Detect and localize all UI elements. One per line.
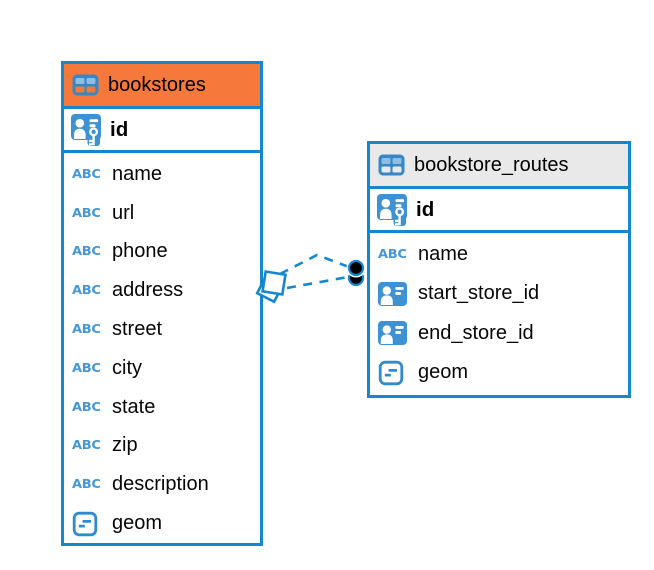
row-geom[interactable]: geom	[64, 504, 260, 543]
entity-bookstore-routes[interactable]: bookstore_routes id ABC name	[367, 141, 631, 398]
text-type-icon: ABC	[72, 438, 101, 454]
table-icon	[378, 154, 405, 176]
primary-key-label: id	[110, 117, 129, 141]
text-type-icon: ABC	[378, 247, 407, 262]
entity-bookstores[interactable]: bookstores id ABC name AB	[61, 61, 263, 546]
entity-header[interactable]: bookstores	[64, 64, 260, 109]
column-list: ABC name start_store_id	[370, 233, 628, 392]
row-id[interactable]: id	[370, 189, 628, 233]
text-type-icon: ABC	[72, 400, 101, 415]
row-zip[interactable]: ABC zip	[72, 434, 138, 457]
text-type-icon: ABC	[72, 206, 101, 221]
text-type-icon: ABC	[72, 361, 101, 376]
geometry-type-icon	[72, 511, 98, 536]
relationship-line-lower[interactable]	[286, 275, 349, 290]
entity-title: bookstore_routes	[414, 153, 569, 176]
relationship-bookstores-routes[interactable]	[255, 253, 366, 304]
geometry-type-icon	[378, 360, 404, 385]
row-state[interactable]: ABC state	[72, 395, 156, 418]
row-phone[interactable]: ABC phone	[72, 240, 168, 263]
row-name[interactable]: ABC name	[378, 243, 469, 266]
row-street[interactable]: ABC street	[72, 318, 163, 341]
row-end-store-id[interactable]: end_store_id	[370, 314, 628, 353]
entity-title: bookstores	[108, 73, 206, 96]
relationship-dot-marker	[346, 258, 366, 287]
text-type-icon: ABC	[72, 477, 101, 492]
column-list: ABC name ABC url ABC phone ABC address A…	[64, 153, 260, 543]
primary-key-label: id	[416, 197, 435, 221]
text-type-icon: ABC	[72, 283, 101, 298]
entity-header[interactable]: bookstore_routes	[370, 144, 628, 189]
row-start-store-id[interactable]: start_store_id	[370, 274, 628, 313]
text-type-icon: ABC	[72, 322, 101, 337]
text-type-icon: ABC	[72, 167, 101, 182]
row-description[interactable]: ABC description	[72, 473, 209, 496]
text-type-icon: ABC	[72, 244, 101, 260]
row-id[interactable]: id	[64, 109, 260, 153]
row-geom[interactable]: geom	[370, 353, 628, 392]
primary-key-icon	[377, 194, 407, 226]
primary-key-icon	[71, 114, 101, 146]
row-address[interactable]: ABC address	[72, 279, 184, 302]
row-city[interactable]: ABC city	[72, 356, 142, 379]
relationship-line-upper[interactable]	[279, 253, 350, 276]
row-name[interactable]: ABC name	[72, 162, 163, 185]
reference-type-icon	[378, 321, 407, 346]
table-icon	[72, 74, 99, 96]
row-url[interactable]: ABC url	[72, 201, 135, 224]
reference-type-icon	[378, 281, 407, 306]
